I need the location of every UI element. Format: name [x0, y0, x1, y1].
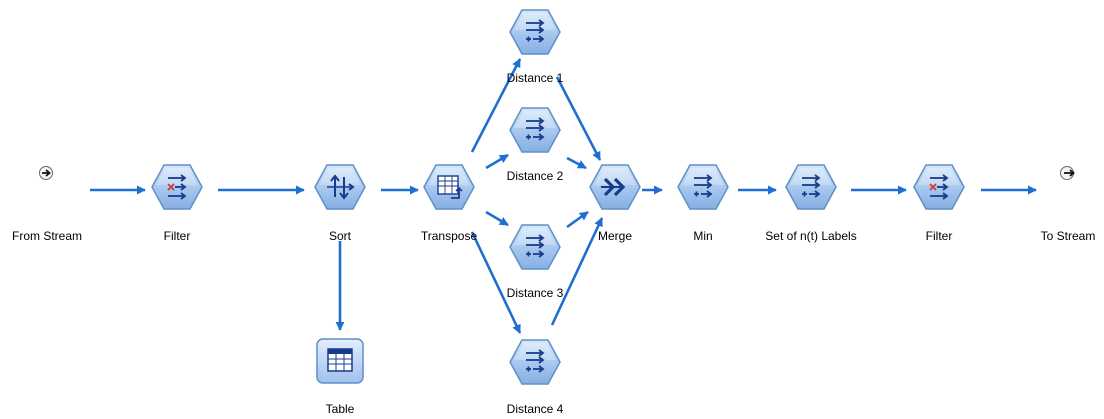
- label-to-stream: To Stream: [1040, 229, 1096, 243]
- arrow-transpose-to-distance2: [485, 153, 509, 170]
- label-distance-2: Distance 2: [506, 169, 564, 183]
- label-from-stream: From Stream: [11, 229, 83, 243]
- node-distance-3[interactable]: [509, 224, 561, 270]
- node-filter-1[interactable]: [151, 164, 203, 210]
- arrow-transpose-to-distance3: [485, 210, 509, 227]
- arrow-distance2-to-merge: [566, 156, 587, 170]
- label-min: Min: [693, 229, 713, 243]
- arrow-transpose-to-distance1: [470, 58, 522, 153]
- merge-icon: [601, 177, 626, 197]
- node-set-of-labels[interactable]: [785, 164, 837, 210]
- arrow-transpose-to-distance4: [470, 231, 522, 334]
- label-distance-4: Distance 4: [506, 402, 564, 416]
- node-sort[interactable]: [314, 164, 366, 210]
- node-distance-4[interactable]: [509, 339, 561, 385]
- label-merge: Merge: [597, 229, 633, 243]
- node-transpose[interactable]: [423, 164, 475, 210]
- sort-icon: [327, 174, 355, 200]
- arrow-distance1-to-merge: [555, 76, 602, 161]
- label-set-of-labels: Set of n(t) Labels: [765, 229, 857, 243]
- transpose-icon: [437, 175, 463, 199]
- label-distance-3: Distance 3: [506, 286, 564, 300]
- arrow-distance4-to-merge: [550, 217, 604, 326]
- label-filter-1: Filter: [163, 229, 191, 243]
- label-transpose: Transpose: [420, 229, 478, 243]
- node-distance-2[interactable]: [509, 107, 561, 153]
- filter-icon: [929, 174, 948, 200]
- label-table: Table: [325, 402, 355, 416]
- label-distance-1: Distance 1: [506, 71, 564, 85]
- stream-output-icon: [1060, 166, 1075, 180]
- stream-input-icon: [39, 166, 53, 180]
- node-table[interactable]: [316, 338, 364, 384]
- node-filter-2[interactable]: [913, 164, 965, 210]
- node-from-stream[interactable]: [39, 166, 53, 180]
- label-sort: Sort: [328, 229, 352, 243]
- node-merge[interactable]: [589, 164, 641, 210]
- filter-icon: [167, 174, 186, 200]
- node-distance-1[interactable]: [509, 9, 561, 55]
- node-min[interactable]: [677, 164, 729, 210]
- table-icon: [327, 348, 353, 372]
- node-to-stream[interactable]: [1060, 166, 1075, 180]
- label-filter-2: Filter: [925, 229, 953, 243]
- arrow-distance3-to-merge: [566, 210, 589, 229]
